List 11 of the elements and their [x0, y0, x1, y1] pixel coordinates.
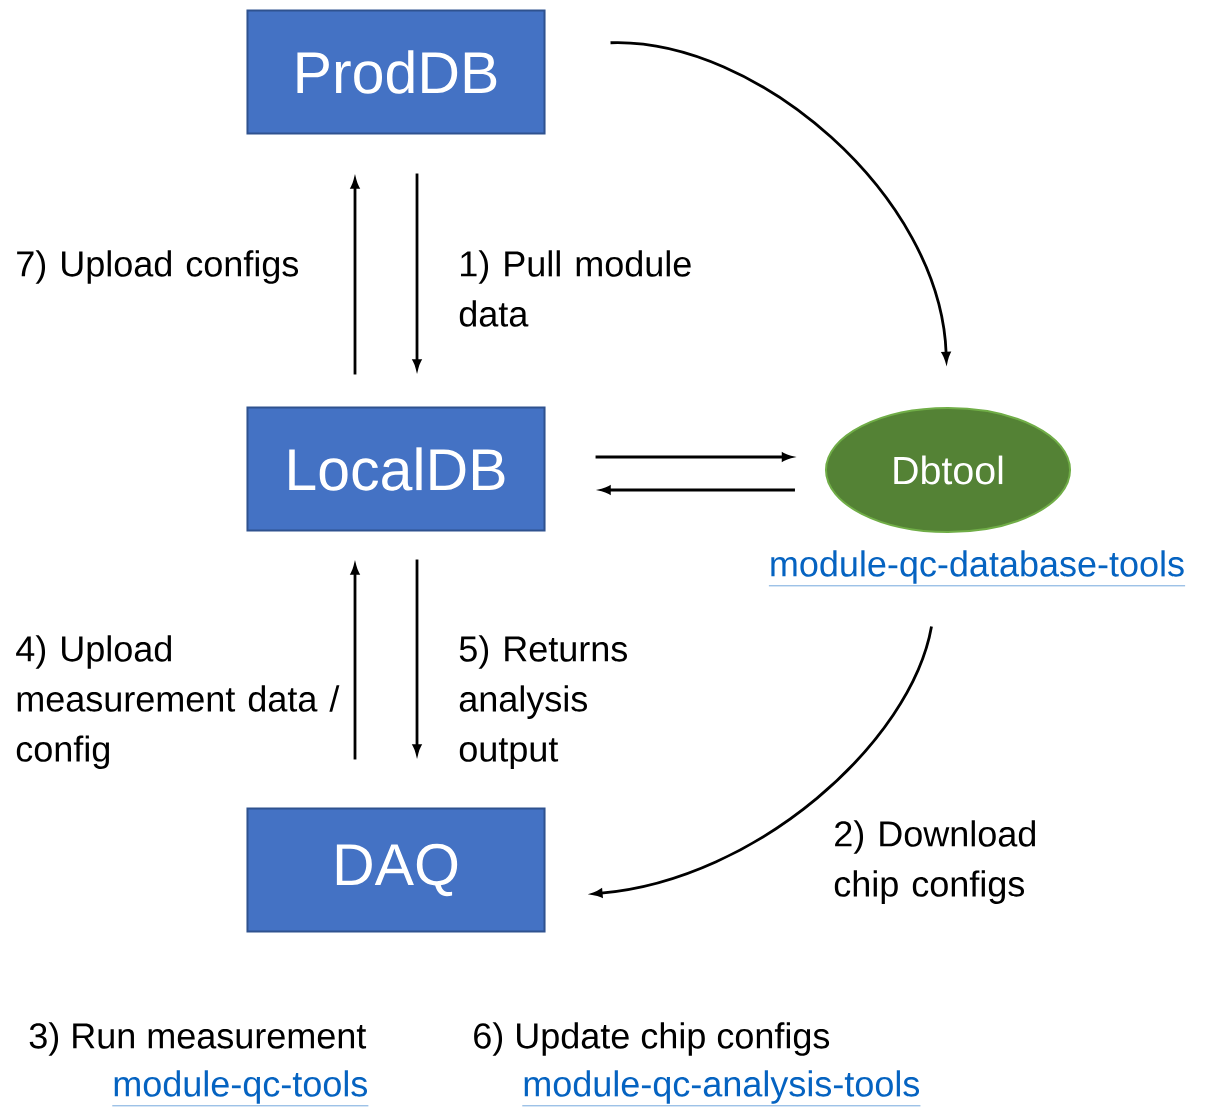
- step-label: 6) Update chip configs: [474, 1022, 830, 1056]
- edge-label: 5) Returns analysis output: [459, 635, 627, 769]
- step-label: 3) Run measurement: [29, 1022, 367, 1056]
- database-box: DAQ: [246, 807, 546, 933]
- link-text: module-qc-tools: [112, 1070, 369, 1107]
- link-text: module-qc-analysis-tools: [522, 1070, 921, 1107]
- database-box: LocalDB: [246, 406, 546, 532]
- database-box: ProdDB: [246, 9, 546, 135]
- link-text: module-qc-database-tools: [768, 550, 1186, 587]
- edge-label: 7) Upload configs: [17, 250, 299, 284]
- edge-label: 4) Upload measurement data / config: [16, 635, 340, 769]
